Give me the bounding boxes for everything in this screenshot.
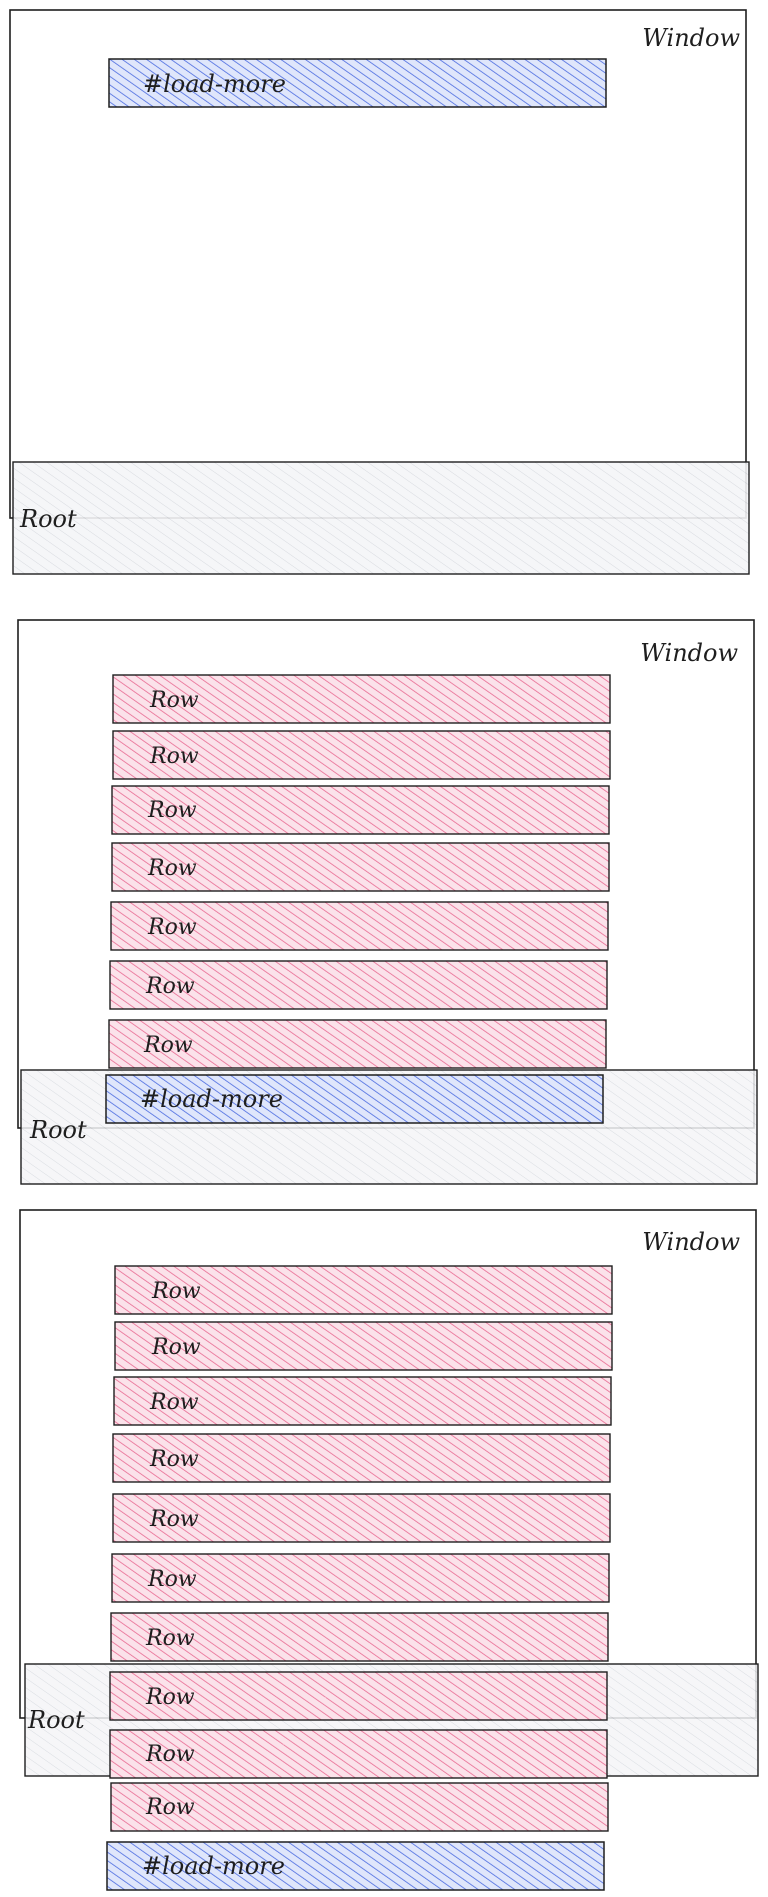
row-label: Row: [147, 798, 197, 823]
row-box: [109, 960, 608, 1010]
row-label: Row: [147, 1567, 197, 1592]
load-more-label: #load-more: [143, 70, 286, 98]
row-label: Row: [147, 856, 197, 881]
row-box: [112, 1493, 611, 1543]
row-box: [110, 1782, 609, 1832]
root-label: Root: [27, 1706, 85, 1734]
row-box: [110, 901, 609, 951]
row-label: Row: [145, 974, 195, 999]
window-label: Window: [642, 1228, 740, 1256]
load-more-label: #load-more: [142, 1852, 285, 1880]
row-box: [114, 1321, 613, 1371]
load-more-label: #load-more: [140, 1085, 283, 1113]
load-more-box: [106, 1841, 605, 1891]
load-more-box: [108, 58, 607, 108]
load-more-box: [105, 1074, 604, 1124]
row-label: Row: [145, 1685, 195, 1710]
panel-1: Window #load-more Root: [9, 9, 750, 575]
row-label: Row: [151, 1335, 201, 1360]
panel-3: Window Row Row Row Row Row Row Row Row R…: [19, 1209, 759, 1891]
row-box: [111, 1553, 610, 1603]
window-label: Window: [642, 24, 740, 52]
panel-2: Window Row Row Row Row Row Row Row #load…: [17, 619, 758, 1185]
root-label: Root: [19, 505, 77, 533]
row-box: [111, 785, 610, 835]
row-label: Row: [151, 1279, 201, 1304]
root-box: [12, 461, 750, 575]
row-box: [114, 1265, 613, 1315]
window-label: Window: [640, 639, 738, 667]
row-label: Row: [149, 1507, 199, 1532]
row-box: [112, 730, 611, 780]
row-label: Row: [145, 1742, 195, 1767]
row-label: Row: [143, 1033, 193, 1058]
row-label: Row: [145, 1626, 195, 1651]
row-label: Row: [149, 688, 199, 713]
row-label: Row: [147, 915, 197, 940]
row-box: [112, 674, 611, 724]
row-box: [113, 1376, 612, 1426]
row-label: Row: [145, 1795, 195, 1820]
row-label: Row: [149, 744, 199, 769]
row-label: Row: [149, 1447, 199, 1472]
row-box: [111, 842, 610, 892]
row-box: [110, 1612, 609, 1662]
row-box: [108, 1019, 607, 1069]
row-box: [109, 1671, 608, 1721]
root-label: Root: [29, 1116, 87, 1144]
row-label: Row: [149, 1390, 199, 1415]
row-box: [112, 1433, 611, 1483]
row-box: [109, 1729, 608, 1779]
